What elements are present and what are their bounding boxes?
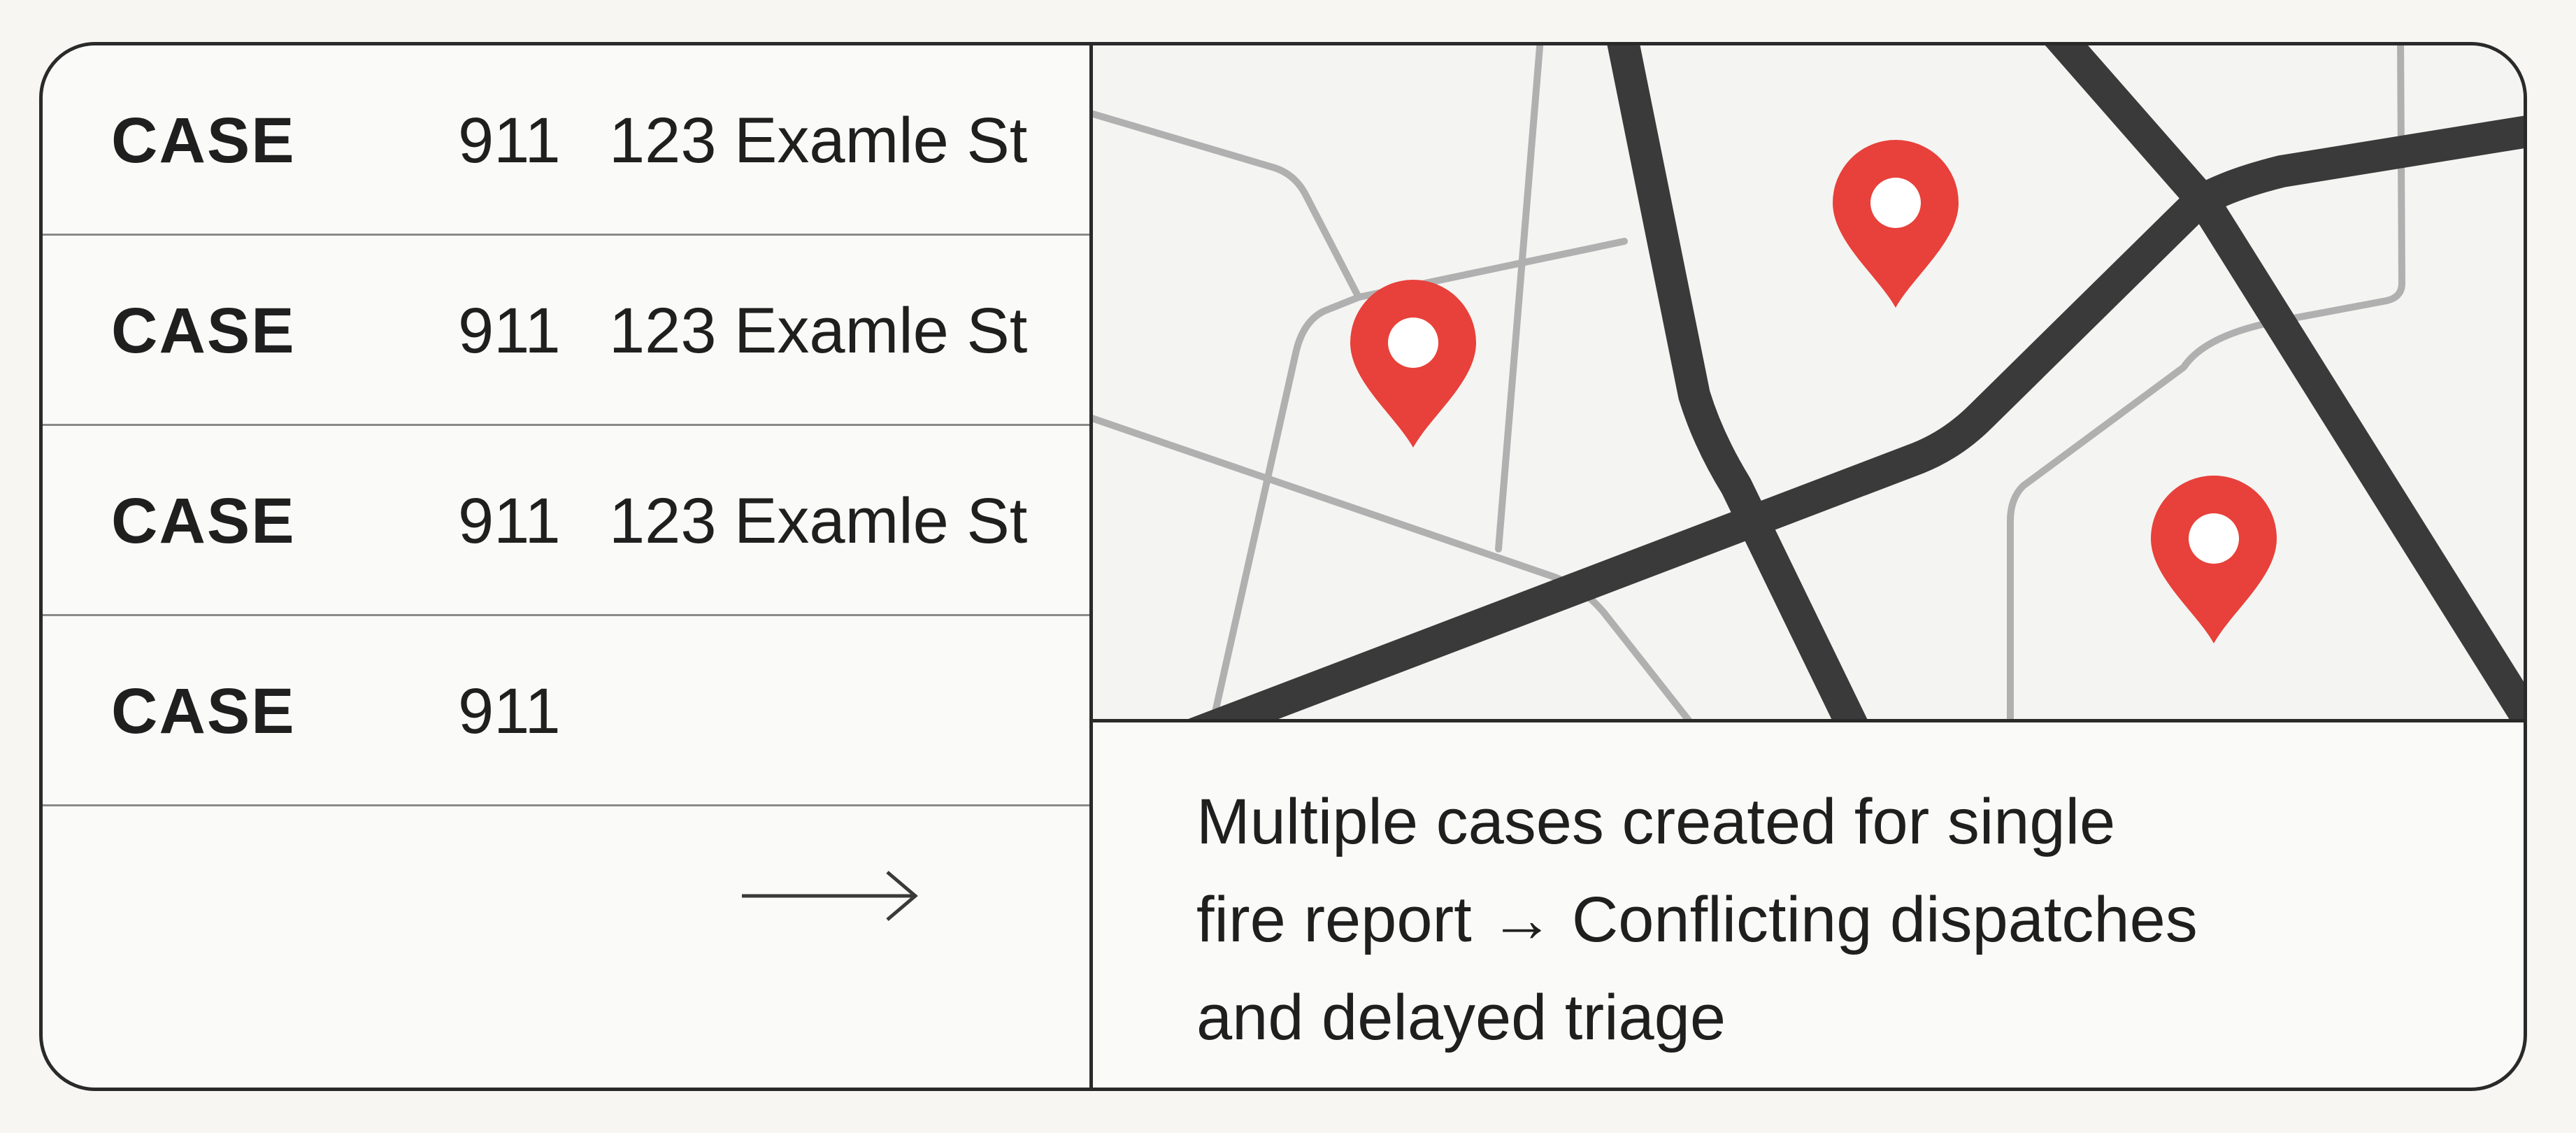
case-row: CASE 911 123 Examle St — [43, 236, 1089, 426]
case-address: 123 Examle St — [609, 295, 1028, 366]
case-list: CASE 911 123 Examle St CASE 911 123 Exam… — [43, 45, 1089, 1088]
map-view — [1093, 45, 2524, 719]
case-number: 911 — [458, 295, 561, 366]
case-address: 123 Examle St — [609, 105, 1028, 176]
caption-line: fire report → Conflicting dispatches — [1196, 884, 2198, 955]
vertical-divider — [1089, 45, 1093, 1088]
major-roads — [1188, 45, 2524, 719]
map-pin-icon — [2151, 476, 2277, 643]
caption-line: and delayed triage — [1196, 982, 1726, 1053]
horizontal-divider — [1093, 719, 2524, 722]
case-label: CASE — [111, 676, 296, 747]
case-row: CASE 911 123 Examle St — [43, 45, 1089, 236]
case-label: CASE — [111, 485, 296, 557]
diagram-frame: CASE 911 123 Examle St CASE 911 123 Exam… — [39, 42, 2527, 1091]
map-pin-icon — [1833, 140, 1959, 308]
minor-road — [1210, 294, 1362, 719]
case-label: CASE — [111, 295, 296, 366]
minor-road — [2007, 45, 2405, 719]
caption-line: Multiple cases created for single — [1196, 786, 2116, 857]
case-address: 123 Examle St — [609, 485, 1028, 557]
case-row: CASE 911 — [43, 616, 1089, 806]
case-number: 911 — [458, 485, 561, 557]
minor-road — [1495, 45, 1544, 553]
case-row: CASE 911 123 Examle St — [43, 426, 1089, 616]
case-label: CASE — [111, 105, 296, 176]
major-road — [1607, 45, 1868, 719]
map-pin-icon — [1350, 280, 1476, 448]
arrow-right-icon — [739, 861, 921, 931]
caption-text: Multiple cases created for single fire r… — [1196, 773, 2497, 1067]
case-number: 911 — [458, 676, 561, 747]
minor-road — [1093, 110, 1362, 301]
case-number: 911 — [458, 105, 561, 176]
major-road — [2045, 45, 2524, 719]
minor-roads — [1093, 45, 2405, 719]
